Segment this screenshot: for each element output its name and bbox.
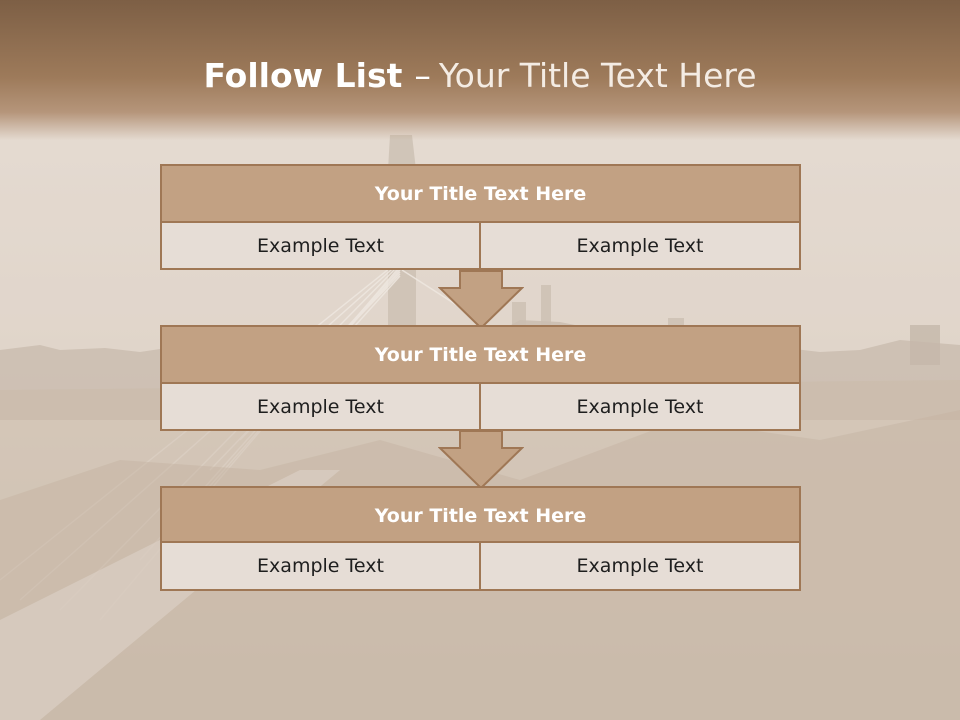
- block-cell: Example Text: [479, 382, 801, 431]
- down-arrow-icon: [438, 430, 524, 490]
- block-title: Your Title Text Here: [160, 325, 801, 384]
- block-cell: Example Text: [160, 221, 481, 270]
- block-title: Your Title Text Here: [160, 486, 801, 545]
- header-band: [0, 0, 960, 140]
- slide-title: Follow List–Your Title Text Here: [0, 56, 960, 96]
- block-cell: Example Text: [160, 382, 481, 431]
- title-separator: –: [414, 56, 431, 95]
- block-cell: Example Text: [479, 541, 801, 591]
- block-cell: Example Text: [160, 541, 481, 591]
- block-cell: Example Text: [479, 221, 801, 270]
- down-arrow-icon: [438, 270, 524, 330]
- title-rest: Your Title Text Here: [438, 56, 757, 95]
- title-strong: Follow List: [203, 56, 403, 95]
- block-title: Your Title Text Here: [160, 164, 801, 223]
